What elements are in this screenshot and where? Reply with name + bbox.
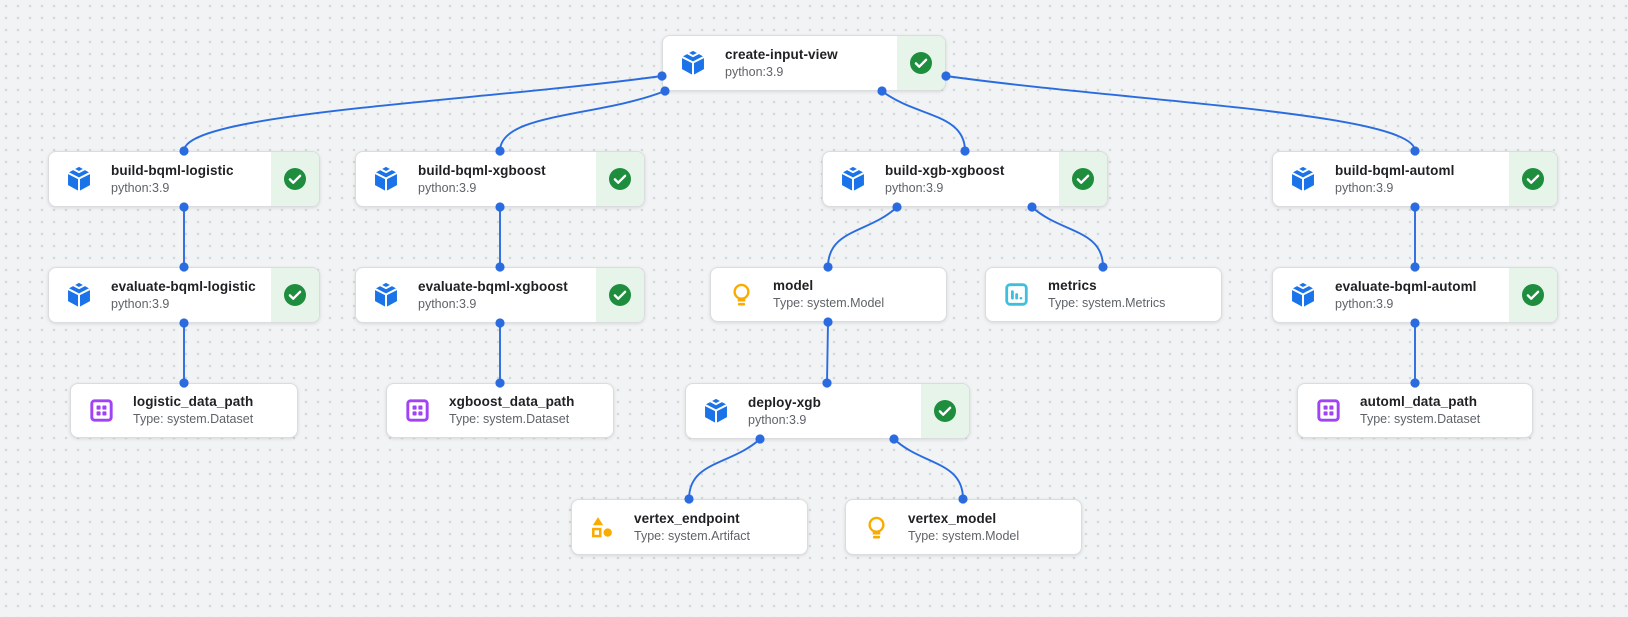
edge-create-input-view-to-build-bqml-automl bbox=[945, 75, 1416, 152]
status-badge-succeeded bbox=[271, 152, 319, 206]
dataset-icon bbox=[1316, 399, 1340, 422]
success-check-icon bbox=[609, 168, 631, 190]
component-icon bbox=[841, 166, 865, 192]
edge-create-input-view-to-build-bqml-xgboost bbox=[499, 90, 666, 152]
node-vertex_model[interactable]: vertex_model Type: system.Model bbox=[845, 499, 1082, 555]
node-logistic_data_path[interactable]: logistic_data_path Type: system.Dataset bbox=[70, 383, 298, 438]
edge-create-input-view-to-build-bqml-logistic bbox=[183, 75, 663, 152]
node-title: evaluate-bqml-xgboost bbox=[418, 278, 568, 294]
node-title: deploy-xgb bbox=[748, 394, 822, 410]
node-title: build-bqml-logistic bbox=[111, 162, 234, 178]
node-xgboost_data_path[interactable]: xgboost_data_path Type: system.Dataset bbox=[386, 383, 614, 438]
component-icon bbox=[1291, 282, 1315, 308]
edge-deploy-xgb-to-vertex_model bbox=[893, 438, 964, 500]
node-subtitle: python:3.9 bbox=[748, 412, 807, 427]
success-check-icon bbox=[910, 52, 932, 74]
node-build-bqml-automl[interactable]: build-bqml-automl python:3.9 bbox=[1272, 151, 1558, 207]
node-create-input-view[interactable]: create-input-view python:3.9 bbox=[662, 35, 946, 91]
status-badge-succeeded bbox=[1509, 152, 1557, 206]
node-title: create-input-view bbox=[725, 46, 838, 62]
component-icon bbox=[374, 166, 398, 192]
status-badge-succeeded bbox=[921, 384, 969, 438]
model-lightbulb-icon bbox=[867, 516, 885, 538]
node-subtitle: python:3.9 bbox=[1335, 180, 1394, 195]
node-subtitle: python:3.9 bbox=[725, 64, 784, 79]
component-icon bbox=[67, 166, 91, 192]
success-check-icon bbox=[284, 284, 306, 306]
success-check-icon bbox=[1072, 168, 1094, 190]
success-check-icon bbox=[1522, 284, 1544, 306]
success-check-icon bbox=[284, 168, 306, 190]
node-subtitle: python:3.9 bbox=[1335, 296, 1394, 311]
edge-deploy-xgb-to-vertex_endpoint bbox=[688, 438, 761, 500]
component-icon bbox=[67, 282, 91, 308]
node-subtitle: python:3.9 bbox=[418, 180, 477, 195]
node-title: build-xgb-xgboost bbox=[885, 162, 1005, 178]
node-title: evaluate-bqml-automl bbox=[1335, 278, 1477, 294]
component-icon bbox=[1291, 166, 1315, 192]
dataset-icon bbox=[405, 399, 429, 422]
node-title: model bbox=[773, 278, 814, 293]
node-automl_data_path[interactable]: automl_data_path Type: system.Dataset bbox=[1297, 383, 1533, 438]
node-subtitle: Type: system.Dataset bbox=[449, 412, 570, 426]
component-icon bbox=[374, 282, 398, 308]
node-subtitle: Type: system.Metrics bbox=[1048, 296, 1166, 310]
node-metrics[interactable]: metrics Type: system.Metrics bbox=[985, 267, 1222, 322]
node-title: vertex_model bbox=[908, 510, 997, 526]
node-subtitle: Type: system.Model bbox=[908, 528, 1020, 543]
status-badge-succeeded bbox=[1059, 152, 1107, 206]
node-title: xgboost_data_path bbox=[449, 394, 575, 409]
node-subtitle: Type: system.Dataset bbox=[1360, 412, 1481, 426]
edge-build-xgb-xgboost-to-model bbox=[827, 206, 898, 268]
node-subtitle: Type: system.Artifact bbox=[634, 528, 751, 543]
edge-build-xgb-xgboost-to-metrics bbox=[1031, 206, 1104, 268]
node-evaluate-bqml-automl[interactable]: evaluate-bqml-automl python:3.9 bbox=[1272, 267, 1558, 323]
node-model[interactable]: model Type: system.Model bbox=[710, 267, 947, 322]
dataset-icon bbox=[89, 399, 113, 422]
node-build-bqml-xgboost[interactable]: build-bqml-xgboost python:3.9 bbox=[355, 151, 645, 207]
node-title: logistic_data_path bbox=[133, 394, 254, 409]
metrics-icon bbox=[1004, 283, 1028, 306]
status-badge-succeeded bbox=[897, 36, 945, 90]
status-badge-succeeded bbox=[1509, 268, 1557, 322]
node-subtitle: python:3.9 bbox=[111, 180, 170, 195]
node-title: build-bqml-automl bbox=[1335, 162, 1455, 178]
node-subtitle: python:3.9 bbox=[885, 180, 944, 195]
success-check-icon bbox=[1522, 168, 1544, 190]
node-deploy-xgb[interactable]: deploy-xgb python:3.9 bbox=[685, 383, 970, 439]
node-subtitle: Type: system.Model bbox=[773, 296, 885, 310]
node-evaluate-bqml-xgboost[interactable]: evaluate-bqml-xgboost python:3.9 bbox=[355, 267, 645, 323]
node-title: build-bqml-xgboost bbox=[418, 162, 546, 178]
node-title: metrics bbox=[1048, 278, 1097, 293]
node-evaluate-bqml-logistic[interactable]: evaluate-bqml-logistic python:3.9 bbox=[48, 267, 320, 323]
status-badge-succeeded bbox=[596, 268, 644, 322]
node-title: vertex_endpoint bbox=[634, 510, 740, 526]
artifact-shapes-icon bbox=[591, 516, 612, 537]
edge-model-to-deploy-xgb bbox=[826, 321, 829, 384]
node-subtitle: Type: system.Dataset bbox=[133, 412, 254, 426]
node-subtitle: python:3.9 bbox=[111, 296, 170, 311]
node-vertex_endpoint[interactable]: vertex_endpoint Type: system.Artifact bbox=[571, 499, 808, 555]
model-lightbulb-icon bbox=[732, 283, 750, 306]
success-check-icon bbox=[934, 400, 956, 422]
status-badge-succeeded bbox=[596, 152, 644, 206]
node-build-xgb-xgboost[interactable]: build-xgb-xgboost python:3.9 bbox=[822, 151, 1108, 207]
component-icon bbox=[681, 50, 705, 76]
component-icon bbox=[704, 398, 728, 424]
node-title: evaluate-bqml-logistic bbox=[111, 278, 256, 294]
edge-create-input-view-to-build-xgb-xgboost bbox=[881, 90, 966, 152]
status-badge-succeeded bbox=[271, 268, 319, 322]
node-build-bqml-logistic[interactable]: build-bqml-logistic python:3.9 bbox=[48, 151, 320, 207]
node-subtitle: python:3.9 bbox=[418, 296, 477, 311]
node-title: automl_data_path bbox=[1360, 394, 1478, 409]
success-check-icon bbox=[609, 284, 631, 306]
